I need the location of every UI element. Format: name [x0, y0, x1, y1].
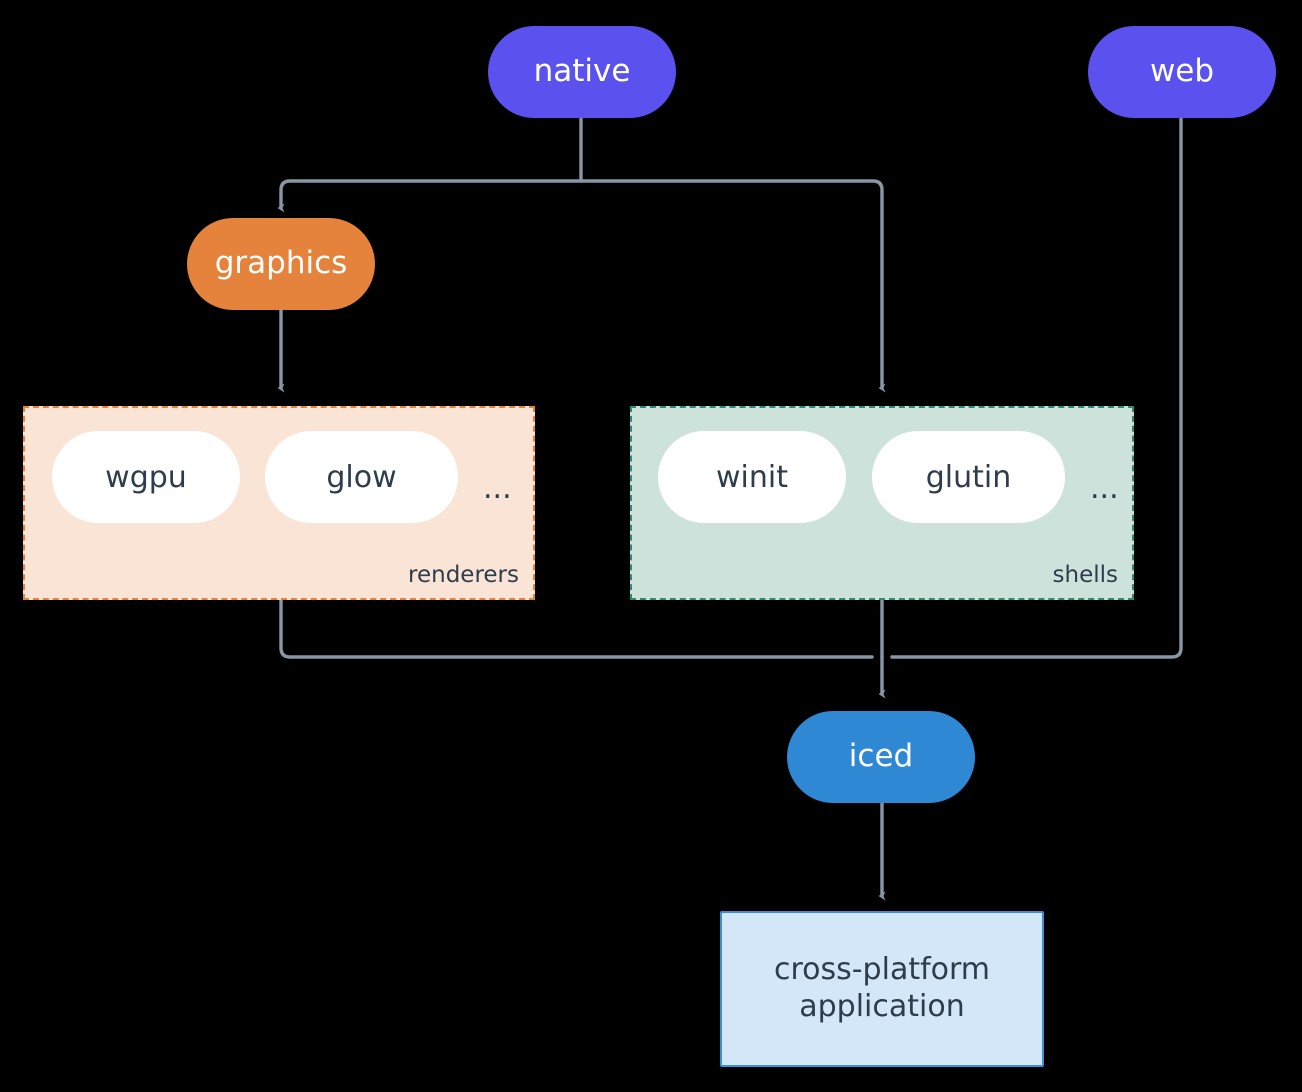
cluster-shells-label: shells: [1052, 562, 1118, 588]
edge-native-to-graphics: [277, 179, 583, 213]
node-web[interactable]: web: [1088, 26, 1276, 118]
node-iced-label: iced: [848, 738, 914, 775]
node-graphics[interactable]: graphics: [187, 218, 375, 310]
node-application-label-line2: application: [799, 989, 965, 1024]
leaf-glutin[interactable]: glutin: [872, 431, 1065, 523]
node-web-label: web: [1149, 53, 1215, 90]
node-iced[interactable]: iced: [787, 711, 975, 803]
node-application-label-line1: cross-platform: [773, 952, 991, 988]
renderers-overflow-ellipsis: ...: [483, 471, 512, 506]
leaf-glow[interactable]: glow: [265, 431, 458, 523]
edge-renderers-to-iced: [279, 598, 874, 659]
node-application[interactable]: cross-platform application: [720, 911, 1044, 1067]
node-native-label: native: [533, 53, 631, 90]
leaf-wgpu-label: wgpu: [105, 459, 187, 495]
leaf-winit[interactable]: winit: [658, 431, 846, 523]
shells-overflow-ellipsis: ...: [1090, 471, 1119, 506]
leaf-glutin-label: glutin: [925, 459, 1012, 495]
node-graphics-label: graphics: [214, 245, 348, 282]
edge-native-to-shells: [579, 179, 886, 393]
cluster-shells: winit glutin ... shells: [630, 406, 1134, 600]
node-native[interactable]: native: [488, 26, 676, 118]
leaf-winit-label: winit: [716, 459, 788, 495]
leaf-glow-label: glow: [326, 459, 397, 495]
cluster-renderers-label: renderers: [408, 562, 519, 588]
cluster-renderers: wgpu glow ... renderers: [23, 406, 535, 600]
leaf-wgpu[interactable]: wgpu: [52, 431, 240, 523]
